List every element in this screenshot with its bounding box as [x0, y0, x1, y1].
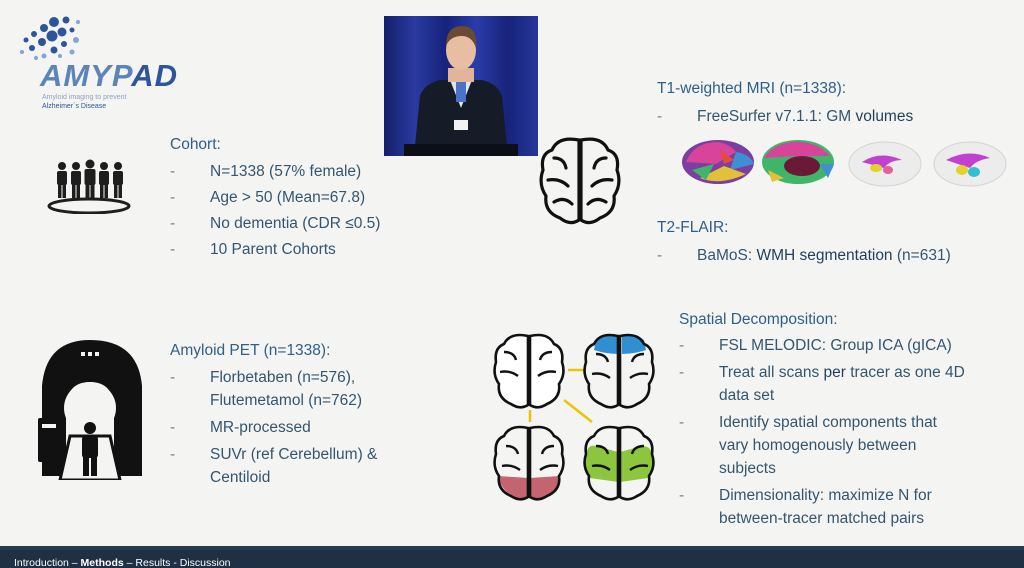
list-item: FSL MELODIC: Group ICA (gICA) — [679, 334, 965, 357]
list-item: BaMoS: WMH segmentation (n=631) — [657, 243, 951, 269]
logo-tagline-1: Amyloid imaging to prevent — [42, 94, 127, 101]
brain-plain — [493, 333, 565, 409]
list-item: Florbetaben (n=576),Flutemetamol (n=762) — [170, 366, 377, 412]
footer-section-methods: Methods — [80, 557, 124, 568]
spatial-list: FSL MELODIC: Group ICA (gICA) Treat all … — [679, 334, 965, 530]
freesurfer-segmentation-images — [682, 140, 1007, 187]
list-item: Dimensionality: maximize N forbetween-tr… — [679, 484, 965, 530]
brain-network-icon — [493, 333, 655, 501]
logo-tagline-2: Alzheimer´s Disease — [42, 103, 107, 110]
brain-lateral-image — [682, 140, 754, 184]
list-item: Age > 50 (Mean=67.8) — [170, 185, 380, 211]
cohort-list: N=1338 (57% female) Age > 50 (Mean=67.8)… — [170, 159, 380, 263]
brain-medial-image — [762, 140, 834, 184]
pet-heading: Amyloid PET (n=1338): — [170, 342, 331, 359]
slide: AMYPAD Amyloid imaging to prevent Alzhei… — [0, 0, 1024, 546]
list-item: FreeSurfer v7.1.1: GM volumes — [657, 104, 913, 130]
list-item: Treat all scans per tracer as one 4Ddata… — [679, 361, 965, 407]
logo-wordmark: AMYPAD — [40, 58, 179, 93]
brain-red — [493, 425, 565, 501]
t2-list: BaMoS: WMH segmentation (n=631) — [657, 243, 951, 269]
t1-list: FreeSurfer v7.1.1: GM volumes — [657, 104, 913, 130]
people-group-icon — [47, 159, 131, 214]
slide-footer-nav: Introduction – Methods – Results - Discu… — [0, 546, 1024, 568]
spatial-heading: Spatial Decomposition: — [679, 311, 838, 328]
brain-subcortical-image-1 — [848, 141, 922, 187]
mri-scanner-icon — [38, 340, 142, 480]
amypad-logo: AMYPAD Amyloid imaging to prevent Alzhei… — [14, 12, 204, 112]
list-item: N=1338 (57% female) — [170, 159, 380, 185]
t2-heading: T2-FLAIR: — [657, 219, 729, 236]
t1-heading: T1-weighted MRI (n=1338): — [657, 80, 847, 97]
brain-blue — [583, 333, 655, 409]
list-item: MR-processed — [170, 416, 377, 439]
brain-subcortical-image-2 — [933, 141, 1007, 187]
footer-section-rest: – Results - Discussion — [123, 557, 231, 568]
list-item: 10 Parent Cohorts — [170, 237, 380, 263]
speaker-video-frame — [384, 16, 538, 156]
list-item: SUVr (ref Cerebellum) &Centiloid — [170, 443, 377, 489]
video-speaker — [384, 16, 538, 156]
brain-icon — [539, 137, 621, 225]
footer-section-introduction: Introduction – — [14, 557, 81, 568]
cohort-heading: Cohort: — [170, 136, 221, 153]
list-item: No dementia (CDR ≤0.5) — [170, 211, 380, 237]
brain-green — [583, 425, 655, 501]
logo-dots-icon — [20, 16, 80, 60]
pet-list: Florbetaben (n=576),Flutemetamol (n=762)… — [170, 366, 377, 489]
